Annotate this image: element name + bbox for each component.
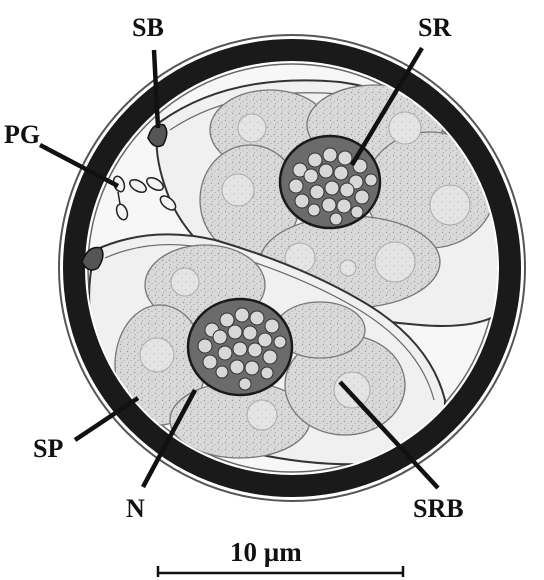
refractile-body — [430, 185, 470, 225]
refractile-body — [247, 400, 277, 430]
refractile-body — [238, 114, 266, 142]
refractile-body — [171, 268, 199, 296]
refractile-body — [389, 112, 421, 144]
label-pg: PG — [4, 120, 40, 149]
refractile-body — [340, 260, 356, 276]
label-sr: SR — [418, 13, 451, 42]
sporocyst-residuum-upper — [280, 136, 380, 228]
label-sb: SB — [132, 13, 164, 42]
scale-bar-label: 10 µm — [230, 537, 302, 567]
refractile-body — [140, 338, 174, 372]
refractile-body — [375, 242, 415, 282]
label-n: N — [126, 494, 145, 523]
sporocyst-residuum-lower — [188, 299, 292, 395]
label-sp: SP — [33, 434, 63, 463]
label-srb: SRB — [413, 494, 464, 523]
refractile-body — [334, 372, 370, 408]
refractile-body — [222, 174, 254, 206]
scale-bar — [158, 566, 403, 577]
